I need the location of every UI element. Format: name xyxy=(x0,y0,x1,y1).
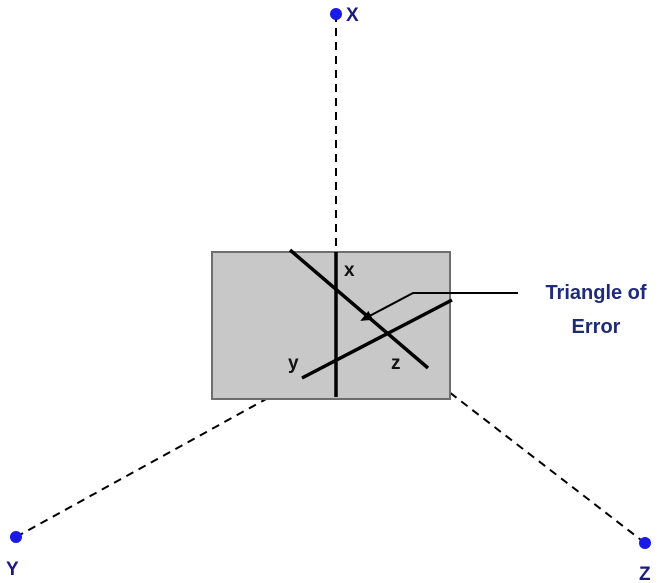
callout-leader-arrow xyxy=(360,292,518,321)
ray-label-z: z xyxy=(391,353,401,374)
sight-line-z-dashed xyxy=(439,384,646,544)
station-x-label: X xyxy=(346,5,359,26)
station-y-point xyxy=(10,531,22,543)
ray-label-x: x xyxy=(344,260,355,281)
callout-line-1: Triangle of xyxy=(545,282,646,304)
station-z-point xyxy=(639,537,651,549)
sight-line-y-dashed xyxy=(15,397,269,538)
plot-area xyxy=(211,251,451,400)
ray-z xyxy=(288,248,430,370)
callout-line-2: Error xyxy=(572,316,621,338)
station-y-label: Y xyxy=(6,559,19,580)
station-x-point xyxy=(330,8,342,20)
station-z-label: Z xyxy=(639,564,651,583)
ray-label-y: y xyxy=(288,353,299,374)
ray-y xyxy=(301,298,453,380)
